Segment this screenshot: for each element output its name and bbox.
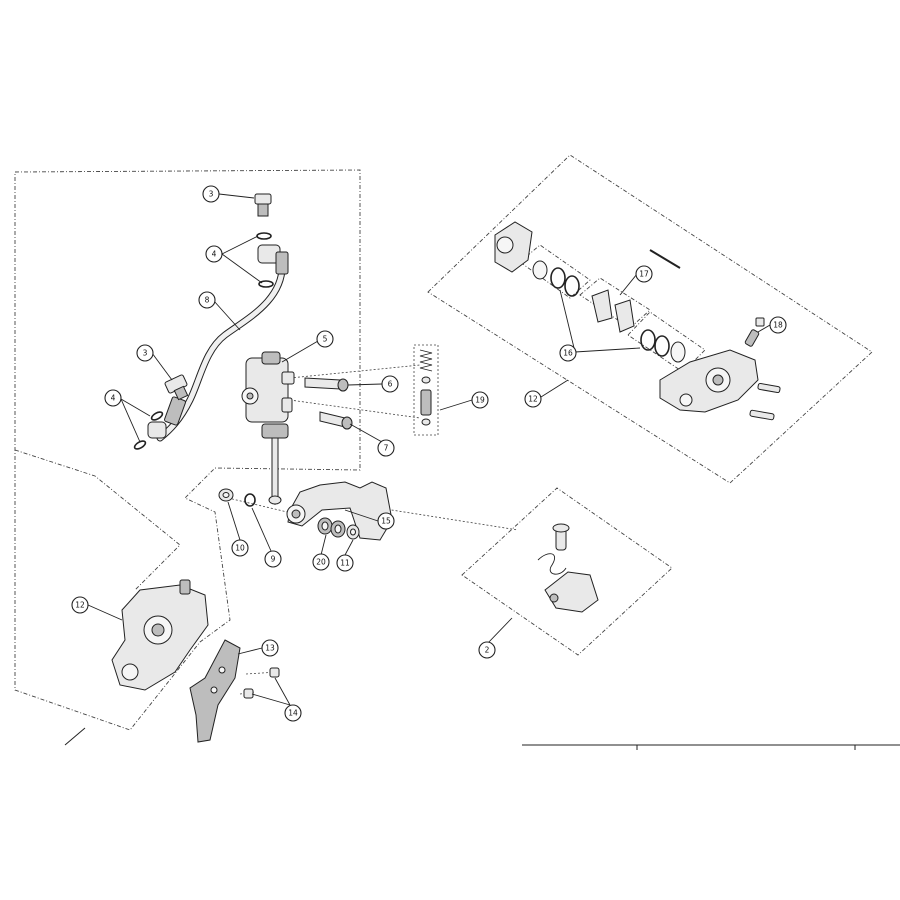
callout-label: 3 <box>209 190 214 199</box>
title-frame-lines <box>64 727 900 750</box>
callout-12-right: 12 <box>524 390 542 408</box>
callout-17: 17 <box>635 265 653 283</box>
callout-19: 19 <box>471 391 489 409</box>
bolt-7 <box>319 411 353 430</box>
callout-12-left: 12 <box>71 596 89 614</box>
callout-label: 6 <box>388 380 393 389</box>
callout-15: 15 <box>377 512 395 530</box>
callout-label: 11 <box>340 559 350 568</box>
callout-label: 2 <box>485 646 490 655</box>
pedal-tip-assembly <box>537 523 599 613</box>
callout-label: 16 <box>563 349 573 358</box>
washer-9 <box>244 493 256 507</box>
master-cylinder <box>241 351 295 505</box>
piston-kit <box>413 344 439 436</box>
callout-label: 13 <box>265 644 275 653</box>
callout-label: 7 <box>384 444 389 453</box>
pin-17 <box>649 249 681 269</box>
callout-13: 13 <box>261 639 279 657</box>
brake-hose <box>147 244 289 442</box>
callout-9: 9 <box>264 550 282 568</box>
callout-8: 8 <box>198 291 216 309</box>
callout-6: 6 <box>381 375 399 393</box>
callout-18: 18 <box>769 316 787 334</box>
callout-label: 19 <box>475 396 485 405</box>
callout-label: 18 <box>773 321 783 330</box>
callout-14: 14 <box>284 704 302 722</box>
callout-label: 17 <box>639 270 649 279</box>
callout-3-top: 3 <box>202 185 220 203</box>
piston-rings-right <box>640 329 686 363</box>
crush-washers-left <box>133 411 164 450</box>
banjo-bolt-left <box>164 374 189 401</box>
group-outline-pads <box>519 244 706 373</box>
group-outline-pedal-tip <box>461 487 673 656</box>
group-outline-caliper-kit <box>427 154 873 484</box>
washer-10 <box>218 488 234 502</box>
callout-label: 14 <box>288 709 298 718</box>
piston-rings-left <box>532 260 580 297</box>
callout-label: 3 <box>143 349 148 358</box>
callout-10: 10 <box>231 539 249 557</box>
callout-20: 20 <box>312 553 330 571</box>
callout-label: 8 <box>205 296 210 305</box>
callout-11: 11 <box>336 554 354 572</box>
bearings-20 <box>317 517 346 538</box>
callout-3-left: 3 <box>136 344 154 362</box>
callout-label: 20 <box>316 558 326 567</box>
callout-label: 5 <box>323 335 328 344</box>
callout-16: 16 <box>559 344 577 362</box>
caliper-bolts <box>749 382 781 421</box>
callout-7: 7 <box>377 439 395 457</box>
callout-label: 4 <box>212 250 217 259</box>
group-outline-master-cylinder <box>14 169 361 731</box>
front-caliper-body <box>659 349 759 413</box>
callout-4-left: 4 <box>104 389 122 407</box>
callout-label: 4 <box>111 394 116 403</box>
banjo-bolt-top <box>254 193 272 217</box>
callout-label: 10 <box>235 544 245 553</box>
bolts-14 <box>243 667 280 699</box>
bolt-6 <box>304 377 349 392</box>
bleed-valve-18 <box>744 317 765 347</box>
callout-5: 5 <box>316 330 334 348</box>
rear-caliper-assembly <box>111 579 209 691</box>
washer-11 <box>346 524 360 540</box>
callout-label: 15 <box>381 517 391 526</box>
callout-2: 2 <box>478 641 496 659</box>
brake-pads <box>591 289 635 333</box>
callout-label: 12 <box>528 395 538 404</box>
callout-4-top: 4 <box>205 245 223 263</box>
caliper-carrier <box>494 221 533 273</box>
callout-label: 9 <box>271 555 276 564</box>
callout-leaders <box>87 193 771 706</box>
callout-label: 12 <box>75 601 85 610</box>
caliper-guard <box>189 639 241 743</box>
